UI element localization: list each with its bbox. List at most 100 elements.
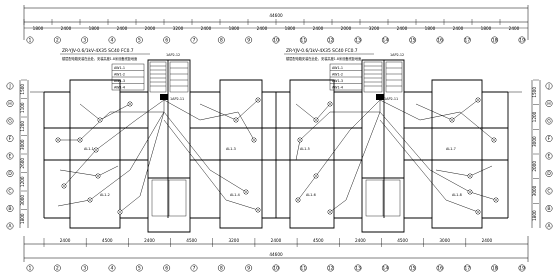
bottom-axis-label: 11 bbox=[300, 266, 306, 272]
bottom-axis-label: 6 bbox=[165, 266, 168, 272]
bottom-axis-label: 15 bbox=[410, 266, 416, 272]
panel-row-label: AW1-1 bbox=[114, 66, 125, 70]
left-axis-label: E bbox=[9, 154, 12, 160]
left-axis-label: G bbox=[8, 119, 12, 125]
wiring-run bbox=[415, 99, 479, 121]
lamp-cross bbox=[494, 198, 498, 202]
right-axis-label: H bbox=[547, 101, 550, 107]
left-dimension-value: 1800 bbox=[20, 213, 25, 224]
bottom-axis-label: 13 bbox=[355, 266, 361, 272]
axis-bubble bbox=[6, 205, 14, 212]
right-dimension-value: 1200 bbox=[532, 111, 537, 122]
lamp-cross bbox=[244, 190, 248, 194]
lamp-cross bbox=[328, 102, 332, 106]
top-dimension-value: 2400 bbox=[117, 26, 128, 31]
axis-bubble bbox=[272, 264, 280, 272]
feeder-box-note-left: 楼层配电箱安装在此处，安装高度1.8米设备底距地面 bbox=[62, 56, 137, 61]
axis-bubble bbox=[545, 222, 553, 230]
top-dimension-value: 2400 bbox=[257, 26, 268, 31]
unit-circuit-label: AL1-2 bbox=[100, 193, 110, 197]
feeder-tag-right: 1AP2-12 bbox=[390, 53, 404, 57]
panel-row-label: AW1-1 bbox=[332, 66, 343, 70]
left-axis-label: F bbox=[9, 136, 12, 142]
lamp-cross bbox=[94, 148, 98, 152]
lamp-cross bbox=[298, 138, 302, 142]
lamp-cross bbox=[96, 174, 100, 178]
right-axis-label: G bbox=[547, 119, 551, 125]
axis-bubble bbox=[272, 36, 280, 44]
top-axis-label: 3 bbox=[83, 38, 86, 44]
right-axis-label: E bbox=[548, 154, 551, 160]
right-axis-label: A bbox=[547, 224, 551, 230]
lamp-cross bbox=[476, 210, 480, 214]
bottom-axis-label: 9 bbox=[247, 266, 250, 272]
axis-bubble bbox=[545, 170, 553, 177]
axis-bubble bbox=[108, 264, 116, 272]
lamp-cross bbox=[118, 210, 122, 214]
riser-tag-left: 1AP2-11 bbox=[170, 97, 184, 101]
right-dimension-value: 3000 bbox=[532, 136, 537, 147]
axis-bubble bbox=[81, 36, 89, 44]
wiring-run bbox=[295, 103, 331, 121]
bottom-dimension-value: 4500 bbox=[313, 238, 324, 243]
top-axis-label: 13 bbox=[355, 38, 361, 44]
bottom-axis-label: 12 bbox=[328, 266, 334, 272]
stair-left bbox=[149, 61, 189, 217]
lamp-cross bbox=[98, 118, 102, 122]
axis-bubble bbox=[545, 135, 553, 142]
wiring-run bbox=[329, 111, 381, 213]
axis-bubble bbox=[6, 170, 14, 177]
bottom-axis-label: 17 bbox=[464, 266, 470, 272]
axis-bubble bbox=[436, 36, 444, 44]
left-axis-label: A bbox=[8, 224, 12, 230]
wiring-run bbox=[163, 119, 259, 211]
distribution-box-left bbox=[160, 94, 168, 100]
feeder-annotation-right: ZR-YJV-0.6/1kV-4X35 SC40 FC0.7 楼层配电箱安装在此… bbox=[284, 48, 404, 101]
axis-bubble bbox=[6, 187, 14, 195]
lamp-cross bbox=[88, 198, 92, 202]
bottom-dimension-value: 2400 bbox=[355, 238, 366, 243]
axis-bubble bbox=[545, 117, 553, 125]
axis-bubble bbox=[108, 36, 116, 44]
axis-bubble bbox=[545, 100, 553, 107]
top-axis-label: 2 bbox=[56, 38, 59, 44]
lamp-cross bbox=[256, 208, 260, 212]
overall-dimension-bottom: 44600 bbox=[269, 252, 283, 257]
right-axis-label: J bbox=[547, 84, 549, 90]
unit-circuit-label: AL1-5 bbox=[300, 147, 310, 151]
bottom-axis-label: 7 bbox=[193, 266, 196, 272]
feeder-cable-spec-right: ZR-YJV-0.6/1kV-4X35 SC40 FC0.7 bbox=[286, 48, 358, 54]
axis-bubble bbox=[545, 152, 553, 160]
lamp-cross bbox=[476, 98, 480, 102]
axis-bubble bbox=[245, 36, 253, 44]
top-axis-label: 7 bbox=[193, 38, 196, 44]
axis-bubble bbox=[381, 36, 389, 44]
axis-bubble bbox=[545, 187, 553, 195]
left-axis-label: B bbox=[8, 206, 11, 212]
right-dimension-value: 1800 bbox=[532, 210, 537, 221]
axis-bubble bbox=[6, 152, 14, 160]
bottom-dimension-value: 2400 bbox=[60, 238, 71, 243]
panel-schedule-left bbox=[111, 63, 145, 91]
unit-circuit-label: AL1-8 bbox=[452, 193, 462, 197]
axis-bubble bbox=[354, 264, 362, 272]
left-dimension-value: 3000 bbox=[20, 195, 25, 206]
wiring-run bbox=[379, 99, 495, 141]
lamp-cross bbox=[78, 138, 82, 142]
right-axis-label: C bbox=[547, 189, 550, 195]
feeder-annotation-left: ZR-YJV-0.6/1kV-4X35 SC40 FC0.7 楼层配电箱安装在此… bbox=[60, 48, 184, 101]
axis-bubble bbox=[436, 264, 444, 272]
top-axis-label: 9 bbox=[247, 38, 250, 44]
axis-bubble bbox=[53, 36, 61, 44]
riser-tag-right: 1AP2-11 bbox=[384, 97, 398, 101]
lamp-cross bbox=[128, 102, 132, 106]
top-dimension-value: 2400 bbox=[509, 26, 520, 31]
lamp-cross bbox=[62, 184, 66, 188]
axis-bubble bbox=[26, 264, 34, 272]
panel-row-label: AW1-3 bbox=[332, 79, 343, 83]
